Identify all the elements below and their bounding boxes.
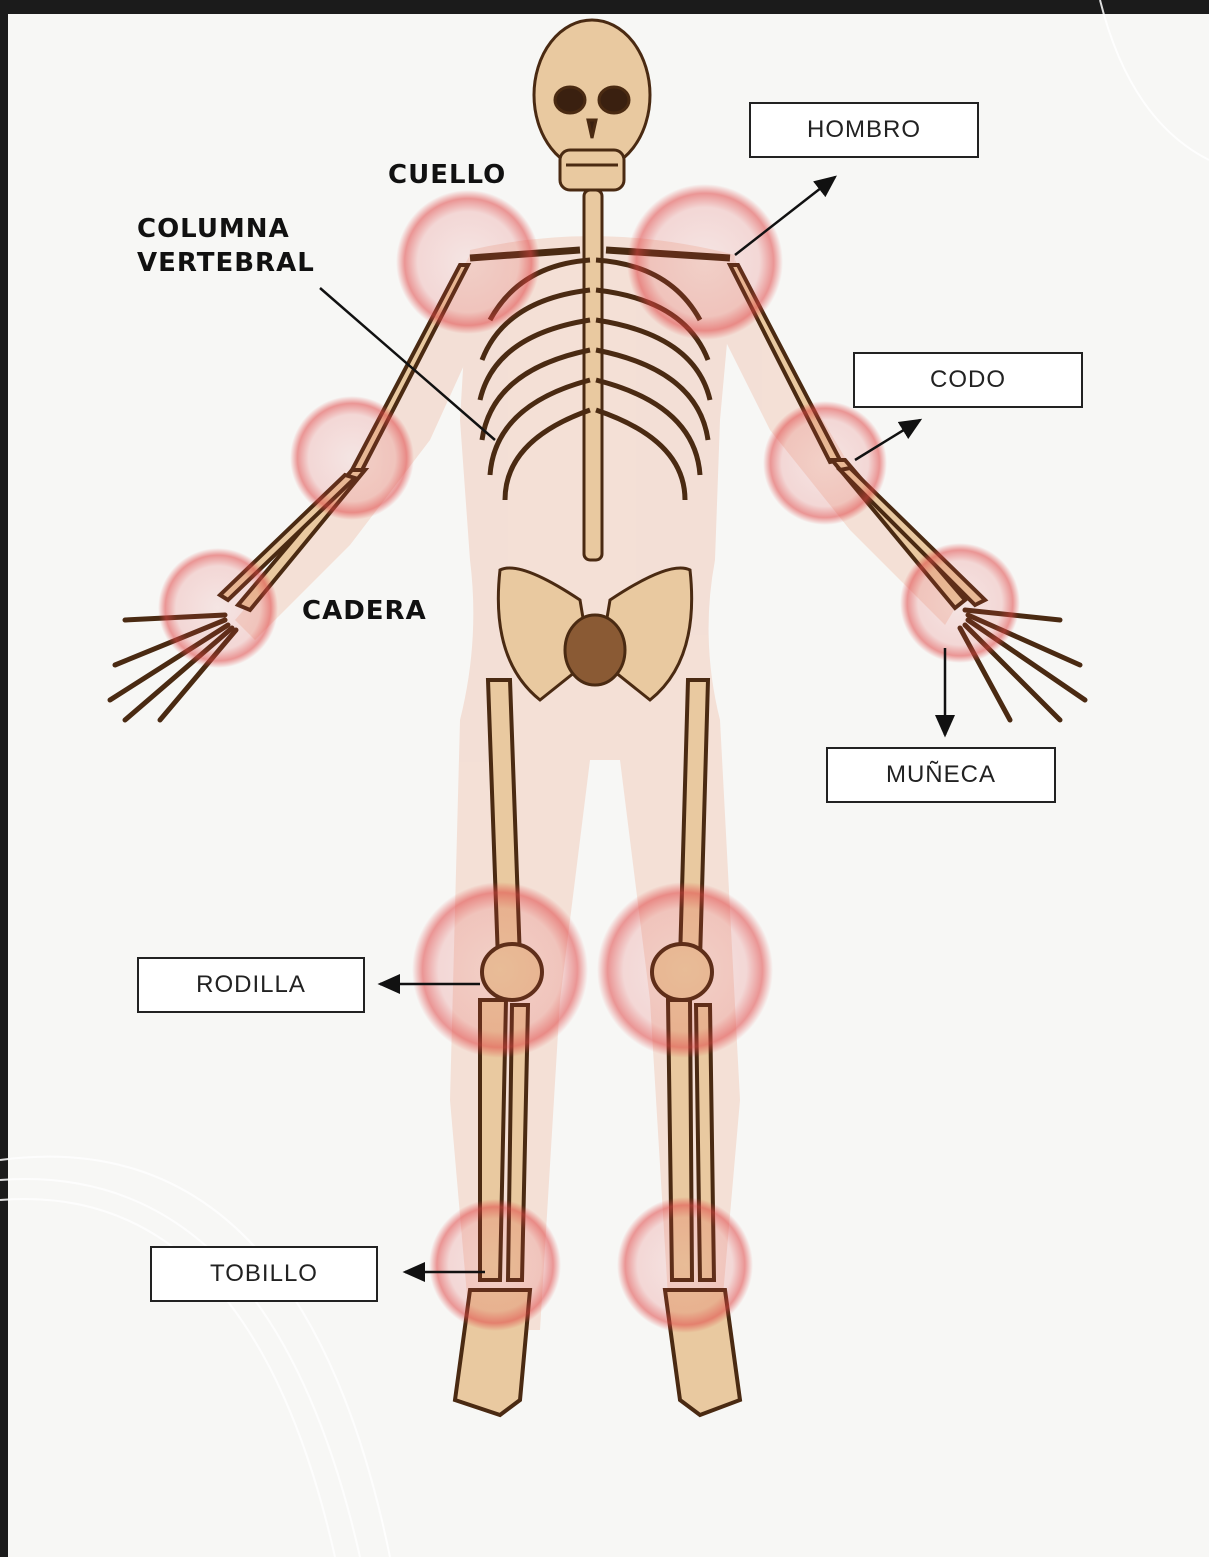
skull bbox=[534, 20, 650, 190]
label-hombro: HOMBRO bbox=[749, 102, 979, 158]
spine bbox=[584, 190, 602, 560]
label-tobillo: TOBILLO bbox=[150, 1246, 378, 1302]
label-rodilla: RODILLA bbox=[137, 957, 365, 1013]
label-cadera: CADERA bbox=[302, 594, 427, 628]
label-columna-vertebral: COLUMNA VERTEBRAL bbox=[137, 212, 315, 280]
label-cuello: CUELLO bbox=[388, 158, 506, 192]
label-codo: CODO bbox=[853, 352, 1083, 408]
label-muneca: MUÑECA bbox=[826, 747, 1056, 803]
